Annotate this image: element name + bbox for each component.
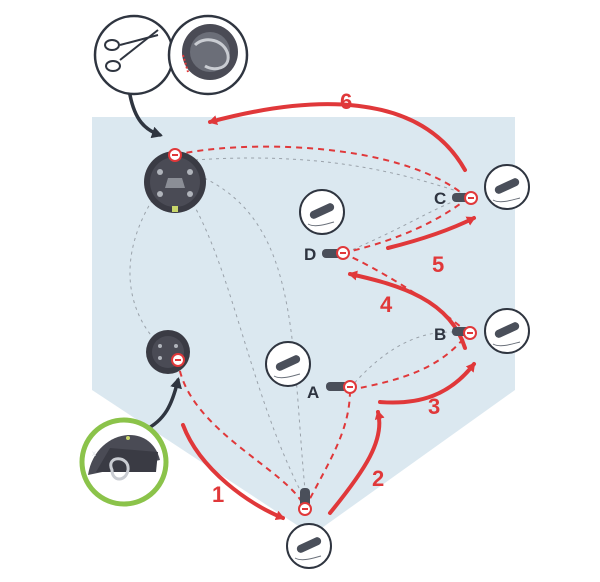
point-label-a: A (307, 383, 319, 402)
circuit-board-small (146, 330, 190, 374)
clip-connector-a (326, 380, 357, 394)
clip-detail-bubble-c (484, 164, 530, 210)
step-label-4: 4 (380, 292, 393, 317)
clip-connector-bottom (298, 488, 312, 516)
clip-detail-bubble-bottom (286, 523, 332, 569)
cut-thread-callout (93, 14, 249, 96)
solid-arrows (181, 102, 476, 521)
clip-detail-bubble-a (265, 341, 311, 387)
knot-detail-callout: x (79, 417, 169, 507)
clip-connector-b (452, 326, 477, 340)
detail-bubbles (265, 164, 530, 569)
point-label-b: B (434, 325, 446, 344)
arrow-step-6 (208, 102, 467, 172)
clip-connector-c (452, 191, 478, 205)
step-label-3: 3 (428, 394, 440, 419)
point-label-d: D (304, 245, 316, 264)
step-label-1: 1 (212, 482, 224, 507)
clip-detail-bubble-b (484, 308, 530, 354)
scissors-icon (104, 29, 159, 72)
step-label-6: 6 (340, 89, 352, 114)
dashed-wires (174, 145, 469, 509)
play-area-region (92, 117, 515, 535)
step-label-5: 5 (432, 252, 444, 277)
arrow-step-1 (181, 423, 285, 521)
circuit-board-large (144, 148, 206, 213)
clip-connectors (298, 191, 478, 516)
arrow-step-3 (378, 362, 476, 405)
arrow-step-5 (386, 216, 476, 250)
step-label-2: 2 (372, 466, 384, 491)
arrow-step-2 (328, 410, 385, 515)
thread-spool-icon (182, 24, 238, 80)
clip-detail-bubble-d (299, 189, 345, 235)
svg-text:x: x (92, 449, 96, 458)
clip-connector-d (322, 246, 350, 260)
point-label-c: C (434, 189, 446, 208)
